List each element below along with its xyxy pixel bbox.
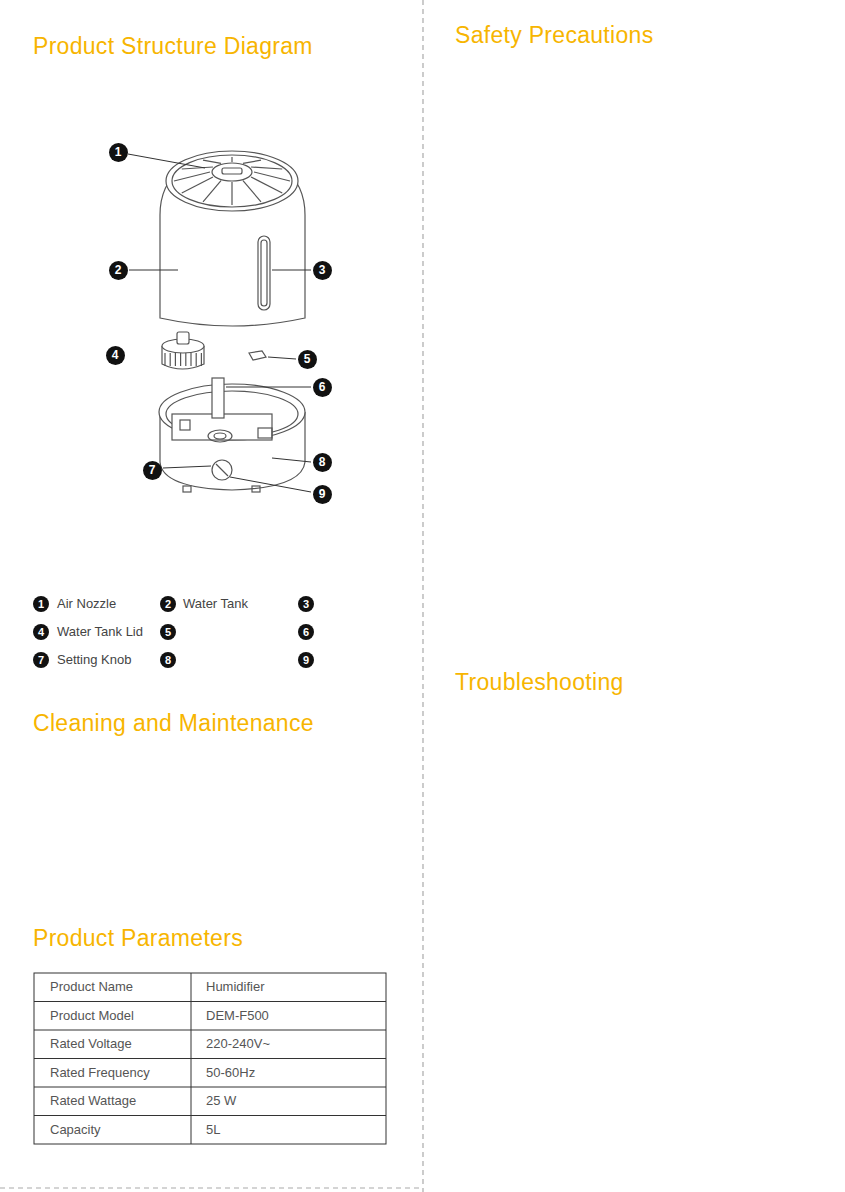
callout-number: 7 — [33, 652, 49, 668]
section-heading: Safety Precautions — [455, 21, 653, 49]
callout-number: 9 — [313, 485, 332, 504]
base-detail — [258, 428, 272, 438]
leader-line — [163, 466, 211, 468]
table-cell: 50-60Hz — [206, 1065, 255, 1081]
leader-line — [128, 154, 205, 168]
section-heading: Product Parameters — [33, 924, 243, 952]
table-cell: DEM-F500 — [206, 1008, 269, 1024]
table-rule — [34, 1115, 386, 1116]
rib — [251, 167, 282, 169]
leader-line — [226, 387, 311, 388]
page-divider — [422, 0, 423, 1192]
knob-mark — [216, 464, 228, 476]
table-cell: Humidifier — [206, 979, 265, 995]
humidifier-drawing — [0, 0, 423, 1192]
foot — [183, 486, 191, 492]
leader-line — [272, 458, 311, 462]
callout-number: 2 — [160, 596, 176, 612]
water-tank — [160, 152, 305, 326]
section-heading: Cleaning and Maintenance — [33, 709, 314, 737]
water-window-inner — [261, 240, 267, 306]
grip-line — [185, 353, 186, 366]
callout-number: 8 — [313, 453, 332, 472]
top-ribs — [174, 157, 290, 205]
grip-line — [190, 353, 191, 366]
rib — [182, 167, 213, 169]
callout-number: 1 — [109, 143, 128, 162]
table-cell: Product Name — [50, 979, 133, 995]
section-heading: Troubleshooting — [455, 668, 624, 696]
callout-number: 2 — [109, 261, 128, 280]
float-tube — [212, 378, 224, 418]
setting-knob — [212, 460, 232, 480]
callout-number: 3 — [298, 596, 314, 612]
parameter-table — [34, 973, 386, 1144]
callout-number: 4 — [106, 346, 125, 365]
callout-number: 5 — [298, 350, 317, 369]
leader-lines — [128, 154, 311, 492]
callout-number: 9 — [298, 652, 314, 668]
air-nozzle — [212, 163, 252, 181]
rib — [182, 177, 213, 193]
rib — [231, 182, 232, 205]
table-border — [34, 973, 386, 1144]
nozzle-slot — [222, 168, 242, 174]
lid-grip — [165, 353, 201, 366]
callout-number: 6 — [313, 378, 332, 397]
atomizer-core — [214, 433, 226, 439]
table-cell: Rated Voltage — [50, 1036, 132, 1052]
page-divider — [0, 1187, 420, 1188]
callout-number: 4 — [33, 624, 49, 640]
table-cell: Product Model — [50, 1008, 134, 1024]
table-rule — [34, 1030, 386, 1031]
table-cell: 5L — [206, 1122, 220, 1138]
rib — [203, 160, 221, 163]
table-rule — [34, 1058, 386, 1059]
callout-number: 5 — [160, 624, 176, 640]
tank-top — [166, 151, 298, 211]
leader-line — [230, 477, 311, 492]
grip-line — [196, 353, 197, 366]
leader-line — [129, 270, 178, 271]
part-name: Water Tank — [183, 596, 248, 612]
base-detail — [180, 420, 190, 430]
rib — [243, 160, 261, 163]
part-name: Setting Knob — [57, 652, 131, 668]
grip-line — [175, 353, 176, 366]
grip-line — [201, 353, 202, 366]
section-heading: Product Structure Diagram — [33, 32, 313, 60]
callout-number: 3 — [313, 261, 332, 280]
table-cell: 220-240V~ — [206, 1036, 270, 1052]
table-rule — [34, 1001, 386, 1002]
callout-number: 7 — [143, 461, 162, 480]
rib — [243, 181, 261, 202]
callout-number: 1 — [33, 596, 49, 612]
callout-number: 8 — [160, 652, 176, 668]
tank-top-rim — [172, 155, 292, 207]
callout-number: 6 — [298, 624, 314, 640]
small-part — [249, 351, 266, 360]
foot — [252, 486, 260, 492]
table-cell: Rated Wattage — [50, 1093, 136, 1109]
grip-line — [180, 353, 181, 366]
rib — [251, 177, 282, 193]
rib — [231, 157, 232, 162]
grip-line — [164, 353, 165, 366]
part-name: Air Nozzle — [57, 596, 116, 612]
table-cell: Capacity — [50, 1122, 101, 1138]
water-window — [258, 236, 270, 310]
lid-valve — [177, 332, 189, 344]
base-rim — [159, 384, 305, 440]
part-name: Water Tank Lid — [57, 624, 143, 640]
table-cell: 25 W — [206, 1093, 236, 1109]
grip-line — [170, 353, 171, 366]
rib — [254, 172, 290, 181]
rib — [203, 181, 221, 202]
leader-line — [268, 357, 296, 359]
rib — [174, 172, 210, 181]
table-rule — [34, 1087, 386, 1088]
atomizer — [208, 430, 232, 442]
leader-line — [272, 270, 311, 271]
table-cell: Rated Frequency — [50, 1065, 150, 1081]
